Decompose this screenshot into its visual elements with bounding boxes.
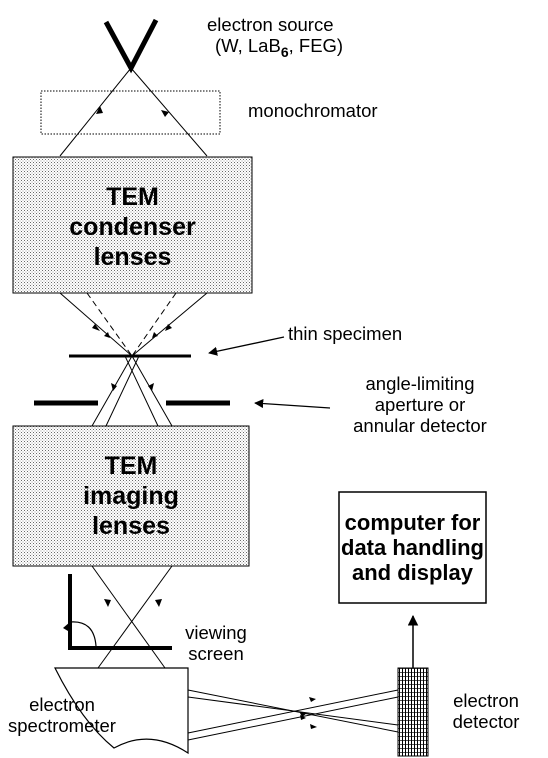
imaging-label-line3: lenses bbox=[92, 512, 170, 540]
viewing-screen-label: viewing screen bbox=[172, 622, 260, 664]
condenser-label-line3: lenses bbox=[93, 243, 172, 271]
aperture-label-line1: angle-limiting bbox=[365, 373, 475, 394]
electron-source-label-line2-b: , FEG) bbox=[288, 35, 344, 56]
computer-label: computer for data handling and display bbox=[339, 510, 486, 585]
monochromator-box bbox=[40, 90, 221, 135]
electron-source-label-line2: (W, LaB6, FEG) bbox=[207, 35, 343, 63]
condenser-rays bbox=[59, 292, 208, 357]
monochromator-label: monochromator bbox=[248, 100, 378, 121]
spectrometer-label: electron spectrometer bbox=[0, 694, 124, 736]
electron-source-label-line1: electron source bbox=[207, 14, 334, 35]
computer-box bbox=[338, 491, 487, 604]
electron-source-label-line2-a: (W, LaB bbox=[215, 35, 281, 56]
aperture-pointer-arrow bbox=[254, 399, 331, 409]
electron-source-label: electron source (W, LaB6, FEG) bbox=[207, 14, 343, 63]
detector-label: electron detector bbox=[432, 690, 540, 732]
computer-label-line2: data handling bbox=[341, 535, 484, 560]
specimen-pointer-arrow bbox=[208, 336, 285, 356]
imaging-lens-label: TEM imaging lenses bbox=[13, 451, 249, 541]
aperture-label-line3: annular detector bbox=[353, 415, 487, 436]
electron-source-label-subscript: 6 bbox=[280, 44, 289, 60]
detector-label-line2: detector bbox=[452, 711, 520, 732]
electron-source-filament bbox=[103, 18, 159, 74]
thin-specimen-label: thin specimen bbox=[288, 323, 403, 344]
aperture-label-line2: aperture or bbox=[374, 394, 466, 415]
imaging-label-line1: TEM bbox=[104, 452, 158, 480]
electron-detector bbox=[397, 667, 429, 757]
spectrometer-rays bbox=[187, 689, 399, 741]
computer-label-line1: computer for bbox=[344, 510, 481, 535]
condenser-label-line2: condenser bbox=[69, 213, 196, 241]
viewing-screen-label-line1: viewing bbox=[185, 622, 247, 643]
imaging-rays bbox=[91, 565, 173, 669]
viewing-screen-label-line2: screen bbox=[188, 643, 244, 664]
electron-spectrometer bbox=[54, 667, 189, 755]
spectrometer-label-line2: spectrometer bbox=[8, 715, 116, 736]
imaging-lens-box bbox=[12, 425, 250, 567]
condenser-lens-box bbox=[12, 156, 253, 294]
spectrometer-label-line1: electron bbox=[29, 694, 95, 715]
source-rays bbox=[59, 67, 208, 157]
computer-label-line3: and display bbox=[351, 560, 474, 585]
detector-label-line1: electron bbox=[453, 690, 519, 711]
condenser-lens-label: TEM condenser lenses bbox=[13, 182, 252, 272]
imaging-label-line2: imaging bbox=[83, 482, 179, 510]
aperture-label: angle-limiting aperture or annular detec… bbox=[320, 373, 520, 436]
specimen-rays bbox=[91, 355, 173, 427]
viewing-screen bbox=[63, 574, 172, 650]
condenser-label-line1: TEM bbox=[106, 183, 159, 211]
